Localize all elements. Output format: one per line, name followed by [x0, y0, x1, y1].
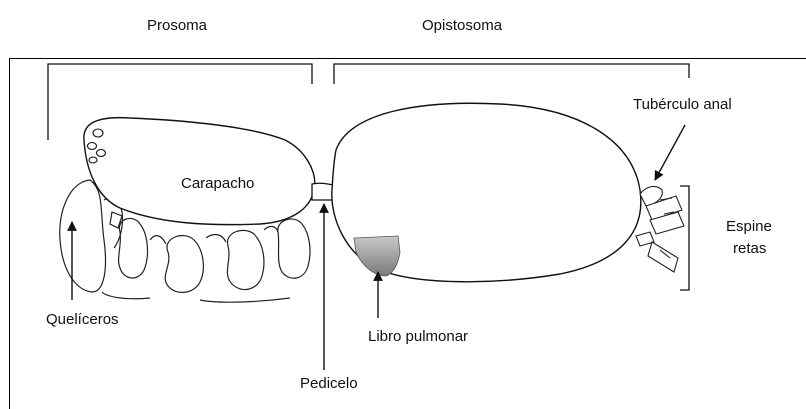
- chelicera-shape: [60, 180, 106, 292]
- eye: [93, 129, 103, 137]
- eye: [89, 157, 97, 163]
- arrow-tuberculo-anal: [655, 125, 685, 180]
- eye: [88, 143, 97, 150]
- label-libro-pulmonar: Libro pulmonar: [368, 328, 468, 346]
- label-espineretas-line2: retas: [733, 240, 766, 258]
- label-espineretas-line1: Espine: [726, 218, 772, 236]
- leg-segment-1: [119, 218, 148, 278]
- book-lung: [354, 236, 400, 276]
- spinneret-bracket: [680, 186, 689, 290]
- spinneret: [648, 242, 678, 272]
- carapace-shape: [84, 118, 315, 225]
- label-pedicelo: Pedicelo: [300, 375, 358, 393]
- eye: [97, 150, 106, 157]
- leg-segment-2: [165, 236, 203, 293]
- label-tuberculo-anal: Tubérculo anal: [633, 96, 732, 114]
- opistosoma-bracket: [334, 64, 689, 84]
- spinnerets-sketch: [636, 187, 684, 272]
- label-queliceros: Quelíceros: [46, 311, 119, 329]
- leg-segment-4: [278, 219, 310, 278]
- label-carapacho: Carapacho: [181, 175, 254, 193]
- leg-segment-3: [227, 230, 264, 289]
